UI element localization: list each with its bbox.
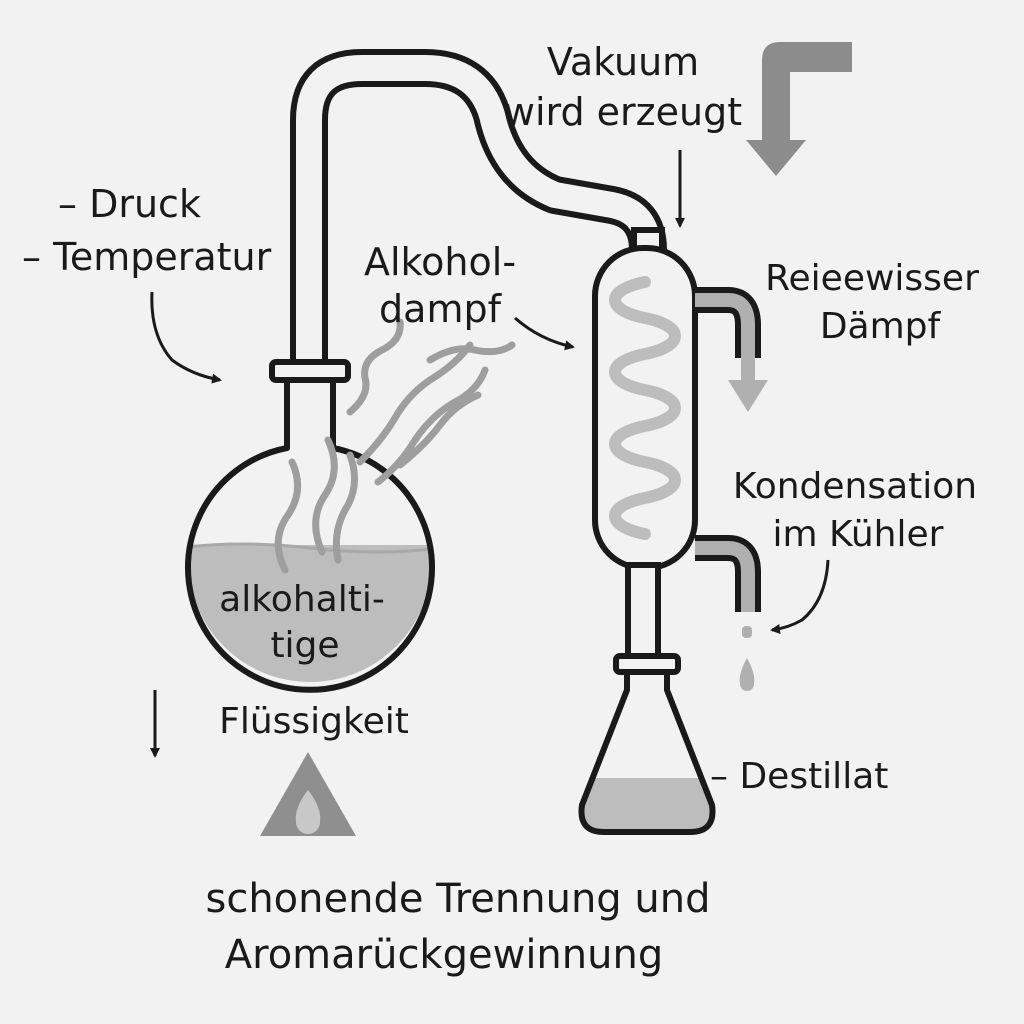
caption-line-2: Aromarückgewinnung	[225, 932, 663, 978]
label-vakuum-2: wird erzeugt	[504, 90, 742, 134]
label-liquid-3: Flüssigkeit	[219, 701, 409, 742]
label-liquid-1: alkohalti-	[219, 579, 385, 620]
round-flask	[185, 359, 435, 693]
label-alkohol-1: Alkohol-	[364, 240, 516, 284]
label-reieewisser-2: Dämpf	[820, 306, 942, 347]
label-vakuum-1: Vakuum	[547, 40, 699, 84]
condenser-coil	[609, 276, 681, 540]
label-destillat: – Destillat	[710, 756, 888, 797]
arrow-alkoholdampf	[514, 316, 575, 351]
vapor-in-flask	[274, 436, 358, 574]
label-temperatur: – Temperatur	[22, 235, 272, 279]
label-liquid-2: tige	[270, 625, 339, 666]
vacuum-arrow-icon	[746, 42, 852, 176]
flask-neck-rim	[269, 359, 351, 383]
label-druck: – Druck	[58, 182, 201, 226]
condenser	[592, 227, 768, 663]
vapor-tube	[290, 49, 667, 365]
caption-line-1: schonende Trennung und	[205, 876, 710, 922]
arrow-druck	[150, 291, 222, 384]
drop-icon	[739, 626, 755, 691]
erlenmeyer-flask	[578, 653, 716, 835]
distillate-liquid	[581, 778, 713, 832]
flame-icon	[260, 752, 356, 836]
arrow-kondensation	[770, 559, 830, 634]
label-kondensation-2: im Kühler	[773, 514, 944, 555]
vapor-outside	[346, 318, 516, 486]
label-kondensation-1: Kondensation	[733, 466, 977, 507]
coolant-out-arrow	[728, 380, 768, 412]
label-alkohol-2: dampf	[379, 287, 503, 331]
label-reieewisser-1: Reieewisser	[765, 258, 979, 299]
